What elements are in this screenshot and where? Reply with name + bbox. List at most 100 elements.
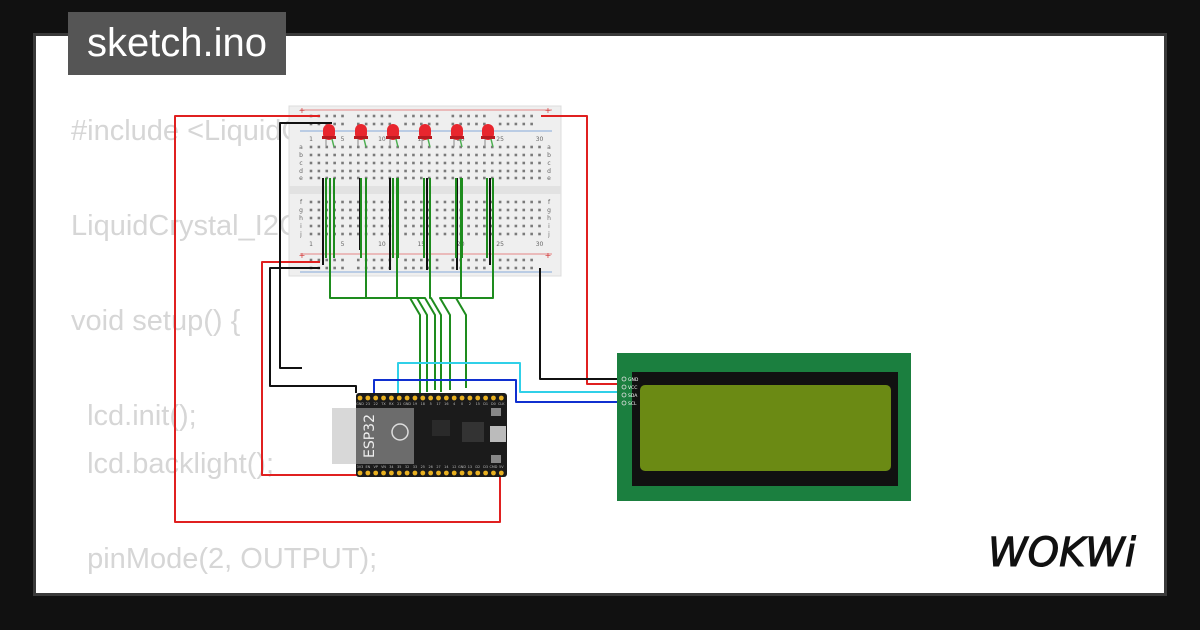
led — [354, 124, 368, 148]
esp32-pin — [396, 470, 402, 476]
hole — [530, 224, 533, 228]
esp32-pin-label: 18 — [421, 402, 425, 406]
hole — [475, 176, 478, 180]
rail-hole — [530, 266, 533, 270]
hole — [514, 224, 518, 228]
esp32-pin — [483, 395, 488, 401]
hole — [317, 208, 321, 212]
led — [386, 124, 400, 148]
hole — [467, 176, 470, 180]
hole — [467, 145, 470, 149]
row-label: f — [300, 199, 303, 206]
hole — [498, 145, 502, 149]
rail-hole — [364, 122, 368, 126]
rail-hole — [412, 266, 415, 270]
rail-hole — [451, 258, 455, 262]
code-line: lcd.backlight(); — [71, 447, 275, 480]
rail-hole — [380, 114, 384, 118]
hole — [483, 224, 486, 228]
rail-hole — [356, 258, 360, 262]
led-rim — [354, 136, 368, 139]
esp32-pin-label: D2 — [475, 465, 480, 469]
lcd-pin — [621, 392, 627, 398]
esp32-pin — [498, 395, 504, 401]
hole — [356, 216, 360, 220]
rail-hole — [420, 266, 423, 270]
hole — [380, 200, 384, 204]
hole — [443, 224, 447, 228]
hole — [341, 224, 344, 228]
led-leg — [490, 138, 494, 148]
row-label: a — [299, 144, 303, 151]
hole — [364, 161, 368, 165]
hole — [475, 216, 478, 220]
hole — [483, 176, 486, 180]
rail-hole — [333, 266, 336, 270]
rail-hole — [522, 258, 526, 262]
esp32-pin-label: CMD — [489, 465, 497, 469]
rail-hole — [427, 114, 431, 118]
hole — [443, 161, 447, 165]
hole — [498, 224, 502, 228]
column-label: 10 — [378, 136, 386, 143]
hole — [317, 216, 321, 220]
hole — [412, 145, 415, 149]
esp32-pin-label: 22 — [374, 402, 378, 406]
hole — [506, 224, 510, 228]
esp32-pin-label: 23 — [366, 402, 370, 406]
rail-hole — [530, 258, 533, 262]
wokwi-logo: WOKWi — [988, 530, 1137, 577]
hole — [396, 169, 399, 173]
led — [322, 124, 336, 148]
hole — [451, 208, 455, 212]
hole — [420, 200, 423, 204]
hole — [349, 161, 352, 165]
hole — [420, 224, 423, 228]
hole — [404, 176, 407, 180]
hole — [435, 145, 439, 149]
hole — [333, 169, 336, 173]
hole — [309, 232, 313, 236]
esp32-pin — [381, 470, 386, 476]
hole — [333, 161, 336, 165]
row-label: a — [547, 144, 551, 151]
hole — [538, 208, 541, 212]
esp32-pin — [491, 395, 496, 401]
hole — [451, 153, 455, 157]
hole — [475, 153, 478, 157]
hole — [483, 200, 486, 204]
hole — [420, 176, 423, 180]
rail-plus-label: + — [545, 251, 552, 260]
row-label: j — [547, 231, 550, 238]
hole — [506, 208, 510, 212]
hole — [420, 216, 423, 220]
esp32-pin-label: 35 — [397, 465, 401, 469]
hole — [514, 153, 518, 157]
hole — [530, 208, 533, 212]
esp32-pin-label: 5 — [430, 402, 432, 406]
hole — [420, 169, 423, 173]
wire-blue-scl — [373, 379, 623, 403]
led-rim — [322, 136, 336, 139]
esp32-pin-label: CLK — [498, 402, 505, 406]
hole — [522, 200, 526, 204]
hole — [459, 169, 463, 173]
hole — [341, 145, 344, 149]
hole — [372, 200, 376, 204]
row-label: d — [299, 168, 303, 175]
hole — [435, 232, 439, 236]
esp32-pin — [443, 470, 449, 476]
lcd-pin-label: GND — [628, 377, 639, 383]
hole — [364, 145, 368, 149]
row-label: f — [548, 199, 551, 206]
esp32-pin-label: 33 — [413, 465, 417, 469]
hole — [451, 145, 455, 149]
hole — [412, 208, 415, 212]
hole — [530, 169, 533, 173]
hole — [506, 153, 510, 157]
hole — [514, 200, 518, 204]
hole — [475, 232, 478, 236]
row-label: j — [299, 231, 302, 238]
hole — [506, 200, 510, 204]
row-label: d — [547, 168, 551, 175]
